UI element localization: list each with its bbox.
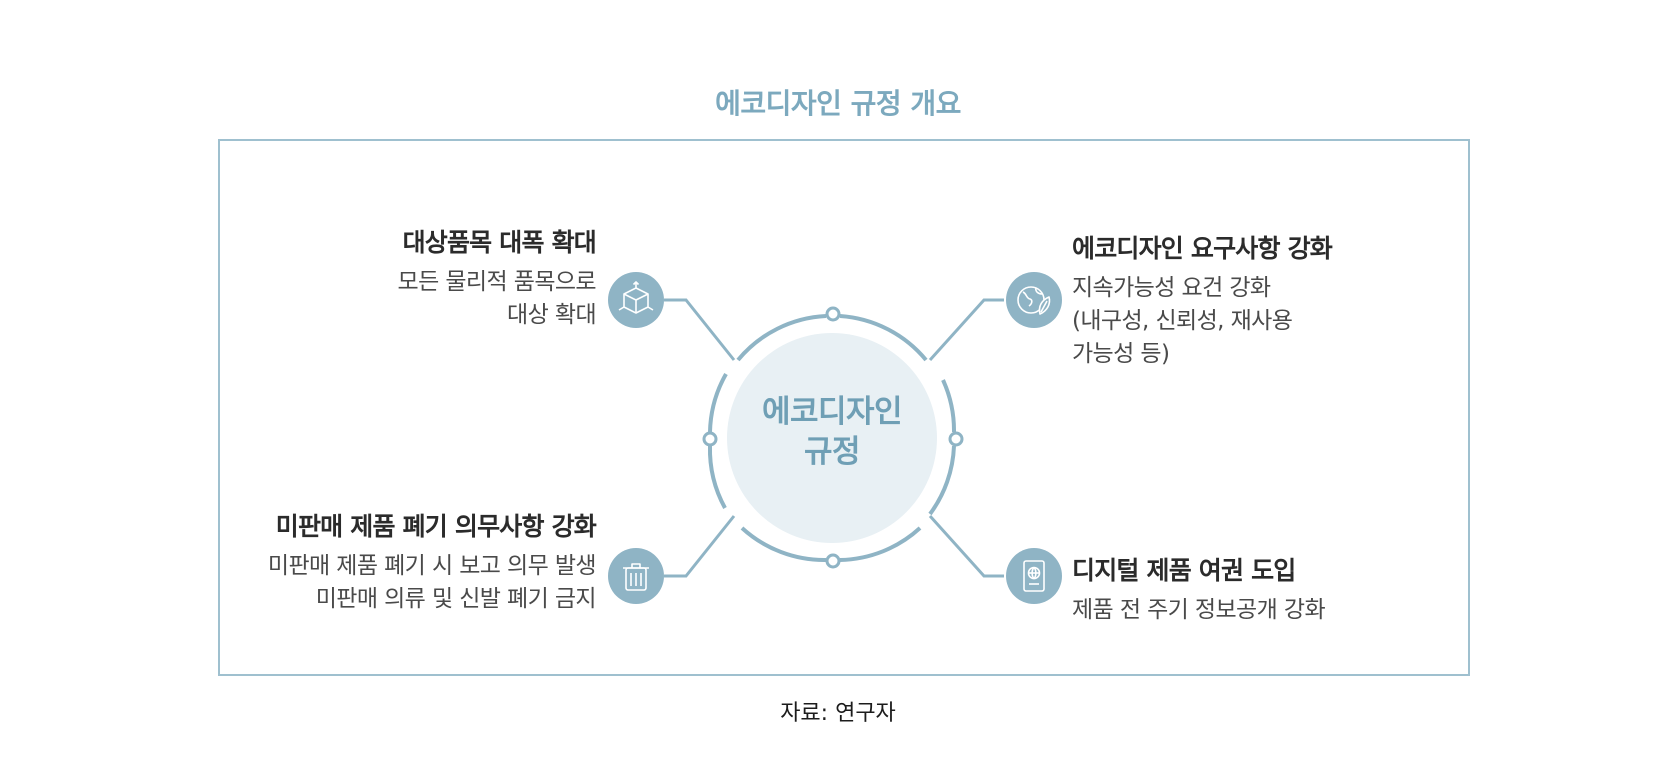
item-desc-line: 미판매 의류 및 신발 폐기 금지 (315, 586, 597, 612)
item-description: 제품 전 주기 정보공개 강화 (1072, 594, 1326, 627)
item-unsold-disposal: 미판매 제품 폐기 의무사항 강화 미판매 제품 폐기 시 보고 의무 발생 미… (267, 510, 597, 616)
source-note: 자료: 연구자 (780, 701, 896, 726)
connector-top-left (664, 298, 736, 361)
item-description: 미판매 제품 폐기 시 보고 의무 발생 미판매 의류 및 신발 폐기 금지 (267, 550, 597, 616)
ring-dot-bottom (825, 553, 841, 569)
item-heading: 디지털 제품 여권 도입 (1072, 556, 1296, 585)
item-heading: 미판매 제품 폐기 의무사항 강화 (275, 512, 597, 541)
item-heading: 대상품목 대폭 확대 (402, 228, 597, 257)
item-desc-line: 모든 물리적 품목으로 (397, 269, 597, 295)
item-heading: 에코디자인 요구사항 강화 (1072, 234, 1333, 263)
center-circle (727, 333, 937, 543)
item-desc-line: 대상 확대 (507, 302, 597, 328)
cube-icon (608, 272, 664, 328)
item-digital-passport: 디지털 제품 여권 도입 제품 전 주기 정보공개 강화 (1072, 554, 1326, 627)
connector-top-right (928, 298, 1004, 362)
diagram-title: 에코디자인 규정 개요 (715, 87, 961, 120)
item-description: 지속가능성 요건 강화 (내구성, 신뢰성, 재사용 가능성 등) (1072, 272, 1332, 371)
trash-icon (608, 548, 664, 604)
ring-dot-left (702, 431, 718, 447)
center-label: 에코디자인 규정 (732, 392, 932, 472)
item-description: 모든 물리적 품목으로 대상 확대 (397, 266, 597, 332)
center-label-line1: 에코디자인 (761, 394, 903, 430)
connector-bottom-right (928, 514, 1004, 578)
passport-icon (1006, 548, 1062, 604)
item-expand-products: 대상품목 대폭 확대 모든 물리적 품목으로 대상 확대 (397, 226, 597, 332)
item-strengthen-requirements: 에코디자인 요구사항 강화 지속가능성 요건 강화 (내구성, 신뢰성, 재사용… (1072, 232, 1333, 371)
center-ring (707, 314, 957, 563)
ring-dot-right (948, 431, 964, 447)
connector-bottom-left (664, 515, 736, 578)
diagram-frame (218, 139, 1470, 676)
item-desc-line: (내구성, 신뢰성, 재사용 (1072, 308, 1293, 334)
item-desc-line: 지속가능성 요건 강화 (1072, 275, 1271, 301)
ring-dot-top (825, 306, 841, 322)
item-desc-line: 가능성 등) (1072, 341, 1170, 367)
globe-leaf-icon (1006, 272, 1062, 328)
center-label-line2: 규정 (803, 434, 861, 470)
item-desc-line: 미판매 제품 폐기 시 보고 의무 발생 (267, 553, 597, 579)
item-desc-line: 제품 전 주기 정보공개 강화 (1072, 597, 1326, 623)
